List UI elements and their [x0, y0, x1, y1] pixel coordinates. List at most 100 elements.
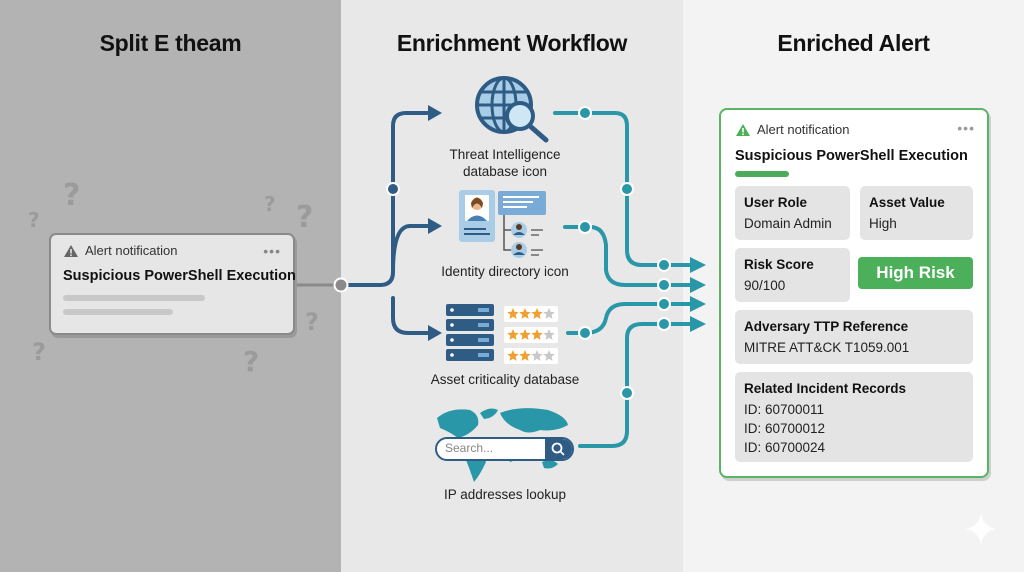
- alert-header-label: Alert notification: [85, 243, 178, 258]
- junction-node: [657, 317, 671, 331]
- junction-node: [578, 106, 592, 120]
- star-filled-icon: [519, 308, 531, 319]
- server-unit: [446, 304, 494, 316]
- star-empty-icon: [531, 350, 543, 361]
- question-mark-icon: ?: [28, 208, 40, 232]
- source-label-asset: Asset criticality database: [430, 372, 580, 387]
- original-alert-card[interactable]: Alert notification ••• Suspicious PowerS…: [49, 233, 296, 335]
- wire-to-asset: [391, 296, 432, 335]
- junction-node: [620, 386, 634, 400]
- field-user-role: User Role Domain Admin: [735, 186, 850, 240]
- risk-badge: High Risk: [858, 257, 973, 289]
- source-label-ip-lookup: IP addresses lookup: [443, 487, 567, 502]
- star-filled-icon: [531, 308, 543, 319]
- panel-title-left: Split E theam: [99, 30, 242, 56]
- field-value: 90/100: [744, 278, 786, 293]
- question-mark-icon: ?: [63, 178, 81, 213]
- server-unit: [446, 334, 494, 346]
- panel-title-middle: Enrichment Workflow: [396, 30, 628, 56]
- field-label: User Role: [744, 195, 808, 210]
- field-asset-value: Asset Value High: [860, 186, 973, 240]
- junction-node: [578, 326, 592, 340]
- junction-node: [578, 220, 592, 234]
- field-value: Domain Admin: [744, 216, 832, 231]
- incident-id[interactable]: ID: 60700024: [744, 440, 826, 455]
- field-label: Risk Score: [744, 257, 814, 272]
- wire-from-identity: [563, 225, 692, 287]
- search-icon: [551, 442, 565, 456]
- source-label-threat-intel: Threat Intelligence database icon: [430, 146, 580, 180]
- star-filled-icon: [507, 308, 519, 319]
- star-empty-icon: [543, 350, 555, 361]
- star-filled-icon: [519, 329, 531, 340]
- field-related-incidents: Related Incident Records ID: 60700011 ID…: [735, 372, 973, 462]
- field-ttp-reference: Adversary TTP Reference MITRE ATT&CK T10…: [735, 310, 973, 364]
- star-filled-icon: [507, 350, 519, 361]
- arrow-icon: [428, 325, 442, 341]
- ip-search-input[interactable]: Search...: [435, 437, 574, 461]
- field-label: Asset Value: [869, 195, 945, 210]
- junction-node: [657, 258, 671, 272]
- junction-node: [657, 278, 671, 292]
- label-line: database icon: [462, 164, 548, 179]
- globe-search-icon: [475, 76, 549, 143]
- alert-header: Alert notification: [63, 243, 178, 258]
- id-card-org-icon: [459, 190, 546, 258]
- alert-header: Alert notification: [735, 122, 850, 137]
- field-value: High: [869, 216, 897, 231]
- incident-id[interactable]: ID: 60700011: [744, 402, 825, 417]
- more-horizontal-icon[interactable]: •••: [957, 120, 975, 136]
- star-empty-icon: [543, 308, 555, 319]
- star-filled-icon: [507, 329, 519, 340]
- search-placeholder: Search...: [445, 441, 494, 455]
- arrow-icon: [428, 218, 442, 234]
- status-bar: [735, 171, 789, 177]
- sparkle-icon: [965, 513, 997, 545]
- more-horizontal-icon[interactable]: •••: [263, 243, 281, 259]
- enriched-alert-card[interactable]: Alert notification ••• Suspicious PowerS…: [719, 108, 989, 478]
- rating-box: [504, 306, 558, 322]
- warning-icon: [736, 123, 750, 136]
- source-label-identity: Identity directory icon: [441, 264, 569, 279]
- placeholder-line: [63, 295, 205, 301]
- question-mark-icon: ?: [305, 308, 319, 336]
- panel-title-right: Enriched Alert: [777, 30, 930, 56]
- search-button[interactable]: [545, 439, 572, 459]
- question-mark-icon: ?: [296, 200, 314, 235]
- field-label: Adversary TTP Reference: [744, 319, 909, 334]
- star-empty-icon: [543, 329, 555, 340]
- star-filled-icon: [519, 350, 531, 361]
- alert-header-label: Alert notification: [757, 122, 850, 137]
- warning-icon: [64, 244, 78, 257]
- arrow-icon: [690, 277, 706, 293]
- server-rating-icon: [446, 304, 558, 364]
- question-mark-icon: ?: [243, 345, 260, 378]
- junction-node: [657, 297, 671, 311]
- question-mark-icon: ?: [32, 338, 46, 366]
- server-unit: [446, 319, 494, 331]
- junction-node: [620, 182, 634, 196]
- field-value: MITRE ATT&CK T1059.001: [744, 340, 910, 355]
- placeholder-line: [63, 309, 173, 315]
- server-unit: [446, 349, 494, 361]
- wire-to-threat-intel: [346, 111, 432, 287]
- field-label: Related Incident Records: [744, 381, 907, 396]
- star-filled-icon: [531, 329, 543, 340]
- arrow-icon: [690, 257, 706, 273]
- alert-title: Suspicious PowerShell Execution: [63, 268, 296, 284]
- question-mark-icon: ?: [264, 192, 276, 216]
- alert-title: Suspicious PowerShell Execution: [735, 148, 968, 164]
- label-line: Threat Intelligence: [449, 147, 561, 162]
- junction-node: [333, 277, 349, 293]
- wire-from-ip: [578, 322, 692, 448]
- arrow-icon: [690, 296, 706, 312]
- field-risk-score: Risk Score 90/100: [735, 248, 850, 302]
- rating-box: [504, 348, 558, 364]
- junction-node: [386, 182, 400, 196]
- incident-id[interactable]: ID: 60700012: [744, 421, 826, 436]
- arrow-icon: [690, 316, 706, 332]
- rating-box: [504, 327, 558, 343]
- arrow-icon: [428, 105, 442, 121]
- wire-to-identity: [391, 224, 432, 274]
